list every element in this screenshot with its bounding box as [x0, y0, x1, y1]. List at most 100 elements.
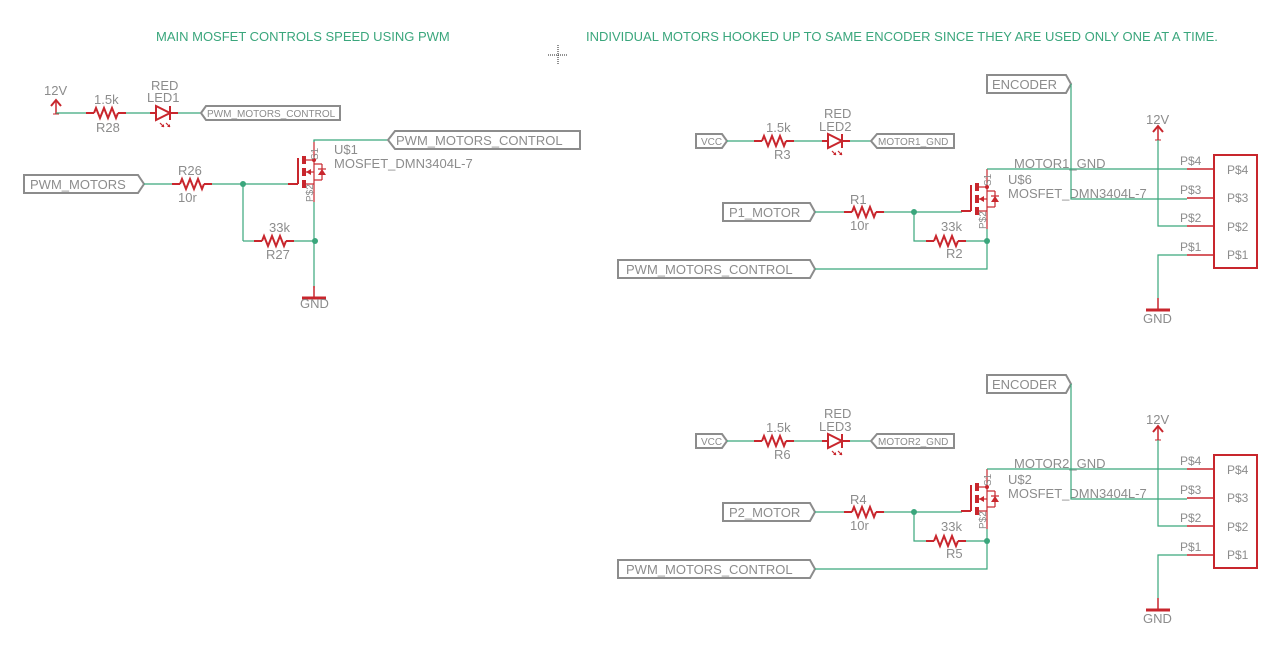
- supply-12v-icon: [1152, 425, 1164, 441]
- net-flag-p1-motor[interactable]: P1_MOTOR: [722, 202, 817, 222]
- u2-part: MOSFET_DMN3404L-7: [1008, 486, 1147, 501]
- svg-text:P1_MOTOR: P1_MOTOR: [729, 205, 800, 220]
- net-flag-vcc[interactable]: VCC: [695, 133, 729, 149]
- led3-color: RED: [824, 406, 851, 421]
- led2-name: LED2: [819, 119, 852, 134]
- r27-value: 33k: [269, 220, 290, 235]
- header-m1[interactable]: P$4 P$3 P$2 P$1 P$4 P$3 P$2 P$1: [1180, 154, 1258, 269]
- u2-name: U$2: [1008, 472, 1032, 487]
- m2-supply-label: 12V: [1146, 412, 1169, 427]
- m2-pin-label-4: P$4: [1180, 454, 1202, 468]
- net-flag-encoder-m1[interactable]: ENCODER: [986, 74, 1073, 94]
- resistor-r5[interactable]: [925, 535, 967, 547]
- svg-text:MOTOR1_GND: MOTOR1_GND: [878, 137, 948, 148]
- gnd-label: GND: [300, 296, 329, 311]
- main-mosfet-circuit: PWM_MOTORS R26 10r 33k R27 S1 P$2 U$1 MO…: [23, 130, 581, 311]
- led3-name: LED3: [819, 419, 852, 434]
- r1-name: R1: [850, 192, 867, 207]
- r6-value: 1.5k: [766, 420, 791, 435]
- u2-pin-s: S1: [983, 473, 994, 486]
- net-flag-pwm-motors-control[interactable]: PWM_MOTORS_CONTROL: [386, 130, 581, 150]
- u1-part: MOSFET_DMN3404L-7: [334, 156, 473, 171]
- net-flag-pwm-motors[interactable]: PWM_MOTORS: [23, 174, 146, 194]
- r4-value: 10r: [850, 518, 869, 533]
- motor2-circuit: VCC 1.5k R6 RED LED3 MOTOR2_GND P2_MOTOR…: [617, 374, 1258, 626]
- net-flag-pwm-motors-control-m1[interactable]: PWM_MOTORS_CONTROL: [617, 259, 817, 279]
- u6-pin-s: S1: [983, 173, 994, 186]
- m2-pin-label-2: P$2: [1180, 511, 1202, 525]
- resistor-r27[interactable]: [253, 235, 295, 247]
- u6-part: MOSFET_DMN3404L-7: [1008, 186, 1147, 201]
- note-main-mosfet: MAIN MOSFET CONTROLS SPEED USING PWM: [156, 29, 450, 44]
- r28-name: R28: [96, 120, 120, 135]
- svg-text:ENCODER: ENCODER: [992, 377, 1057, 392]
- svg-text:PWM_MOTORS_CONTROL: PWM_MOTORS_CONTROL: [396, 133, 563, 148]
- m1-hdr-pin-4: P$4: [1227, 163, 1249, 177]
- resistor-r1[interactable]: [843, 206, 885, 218]
- net-flag-encoder-m2[interactable]: ENCODER: [986, 374, 1073, 394]
- u2-pin-d: P$2: [978, 511, 989, 529]
- r3-value: 1.5k: [766, 120, 791, 135]
- m2-hdr-pin-3: P$3: [1227, 491, 1249, 505]
- resistor-r3[interactable]: [753, 135, 795, 147]
- m1-pin-label-3: P$3: [1180, 183, 1202, 197]
- r6-name: R6: [774, 447, 791, 462]
- r26-value: 10r: [178, 190, 197, 205]
- m1-supply-label: 12V: [1146, 112, 1169, 127]
- led1-color: RED: [151, 78, 178, 93]
- svg-text:VCC: VCC: [701, 437, 722, 448]
- led3-icon[interactable]: [821, 433, 851, 456]
- m2-hdr-pin-1: P$1: [1227, 548, 1249, 562]
- u6-pin-d: P$2: [978, 211, 989, 229]
- led2-color: RED: [824, 106, 851, 121]
- u1-pin-s: S1: [310, 147, 321, 160]
- motor1-circuit: VCC 1.5k R3 RED LED2 MOTOR1_GND P1_MOTOR…: [617, 74, 1258, 326]
- m1-hdr-pin-1: P$1: [1227, 248, 1249, 262]
- m1-hdr-pin-3: P$3: [1227, 191, 1249, 205]
- m1-pin-label-4: P$4: [1180, 154, 1202, 168]
- resistor-r26[interactable]: [171, 178, 213, 190]
- svg-text:PWM_MOTORS: PWM_MOTORS: [30, 177, 126, 192]
- r1-value: 10r: [850, 218, 869, 233]
- r2-value: 33k: [941, 219, 962, 234]
- resistor-r2[interactable]: [925, 235, 967, 247]
- m2-pin-label-1: P$1: [1180, 540, 1202, 554]
- net-flag-motor2-gnd[interactable]: MOTOR2_GND: [869, 433, 955, 449]
- m2-pin-label-3: P$3: [1180, 483, 1202, 497]
- net-flag-motor1-gnd[interactable]: MOTOR1_GND: [869, 133, 955, 149]
- supply-label: 12V: [44, 83, 67, 98]
- led1-icon[interactable]: [149, 105, 179, 128]
- svg-text:VCC: VCC: [701, 137, 722, 148]
- u6-name: U$6: [1008, 172, 1032, 187]
- svg-text:PWM_MOTORS_CONTROL: PWM_MOTORS_CONTROL: [626, 562, 793, 577]
- net-flag-pwm-motors-control-m2[interactable]: PWM_MOTORS_CONTROL: [617, 559, 817, 579]
- m1-pin-label-2: P$2: [1180, 211, 1202, 225]
- svg-text:ENCODER: ENCODER: [992, 77, 1057, 92]
- resistor-r4[interactable]: [843, 506, 885, 518]
- r3-name: R3: [774, 147, 791, 162]
- resistor-r6[interactable]: [753, 435, 795, 447]
- svg-text:PWM_MOTORS_CONTROL: PWM_MOTORS_CONTROL: [207, 109, 336, 120]
- m2-gnd-label: GND: [1143, 611, 1172, 626]
- m1-hdr-pin-2: P$2: [1227, 220, 1249, 234]
- header-m2[interactable]: P$4 P$3 P$2 P$1 P$4 P$3 P$2 P$1: [1180, 454, 1258, 569]
- net-flag-p2-motor[interactable]: P2_MOTOR: [722, 502, 817, 522]
- gnd-icon: [1144, 296, 1172, 312]
- resistor-r28[interactable]: [85, 107, 127, 119]
- svg-text:PWM_MOTORS_CONTROL: PWM_MOTORS_CONTROL: [626, 262, 793, 277]
- m1-gnd-label: GND: [1143, 311, 1172, 326]
- svg-text:P2_MOTOR: P2_MOTOR: [729, 505, 800, 520]
- led2-icon[interactable]: [821, 133, 851, 156]
- supply-12v-icon: [1152, 125, 1164, 141]
- r5-name: R5: [946, 546, 963, 561]
- m2-hdr-pin-2: P$2: [1227, 520, 1249, 534]
- r26-name: R26: [178, 163, 202, 178]
- r2-name: R2: [946, 246, 963, 261]
- net-flag-vcc[interactable]: VCC: [695, 433, 729, 449]
- r28-value: 1.5k: [94, 92, 119, 107]
- note-individual-motors: INDIVIDUAL MOTORS HOOKED UP TO SAME ENCO…: [586, 29, 1218, 44]
- u1-name: U$1: [334, 142, 358, 157]
- m1-pin-label-1: P$1: [1180, 240, 1202, 254]
- net-flag-pwm-motors-control-small[interactable]: PWM_MOTORS_CONTROL: [199, 105, 341, 121]
